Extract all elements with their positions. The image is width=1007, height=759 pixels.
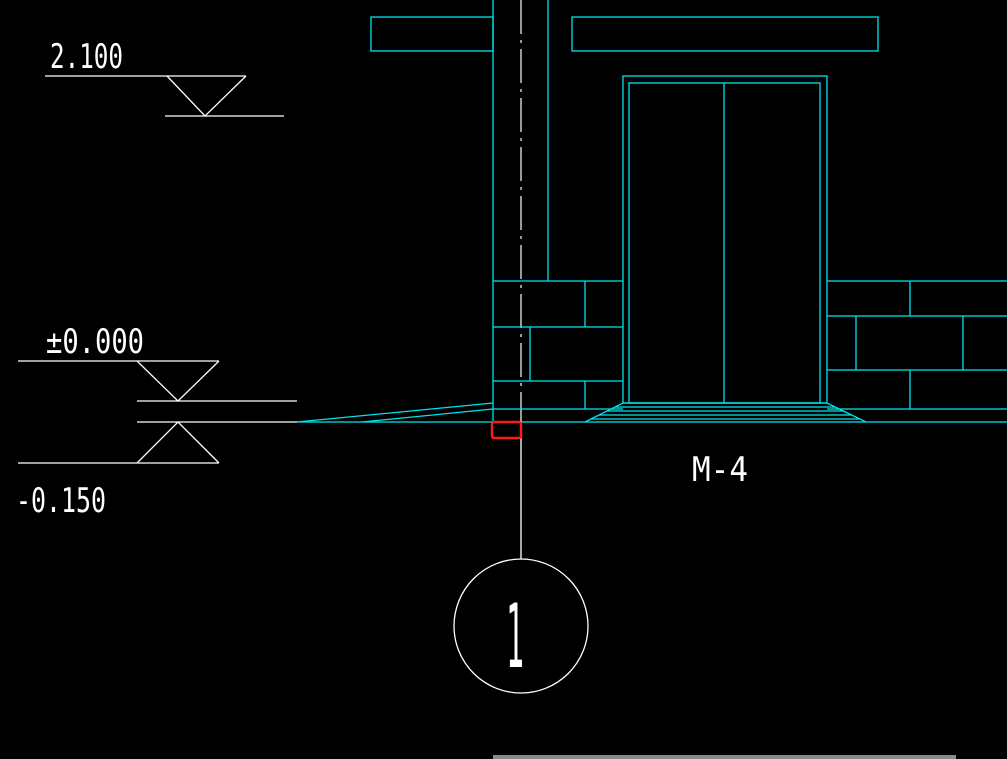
door-frame-outer xyxy=(622,75,828,404)
elevation-marker-floor-triangle xyxy=(136,360,220,402)
canopy-slab-right xyxy=(571,16,879,52)
door-m4[interactable] xyxy=(622,75,828,404)
selection-marker[interactable] xyxy=(490,420,523,440)
elevation-marker-upper: 2.100 xyxy=(45,37,284,117)
grid-bubble[interactable]: 1 xyxy=(453,558,589,694)
entrance-steps xyxy=(584,402,867,423)
canopy-slab-left xyxy=(370,16,494,52)
brick-plinth-left xyxy=(493,280,623,410)
column xyxy=(492,0,549,422)
elevation-label-upper: 2.100 xyxy=(50,37,123,77)
grid-bubble-circle xyxy=(453,558,589,694)
elevation-marker-floor: ±0.000 xyxy=(18,322,297,402)
brick-plinth-right xyxy=(827,280,1007,410)
elevation-label-ground: -0.150 xyxy=(16,481,106,521)
elevation-marker-ground: -0.150 xyxy=(16,421,297,521)
horizontal-scrollbar[interactable] xyxy=(493,755,956,759)
door-tag-label: M-4 xyxy=(692,450,748,490)
elevation-marker-upper-triangle xyxy=(166,75,247,117)
grid-bubble-label: 1 xyxy=(506,585,524,688)
elevation-label-floor: ±0.000 xyxy=(46,322,144,362)
entrance-ramp xyxy=(296,402,494,423)
elevation-marker-ground-triangle xyxy=(136,421,220,464)
